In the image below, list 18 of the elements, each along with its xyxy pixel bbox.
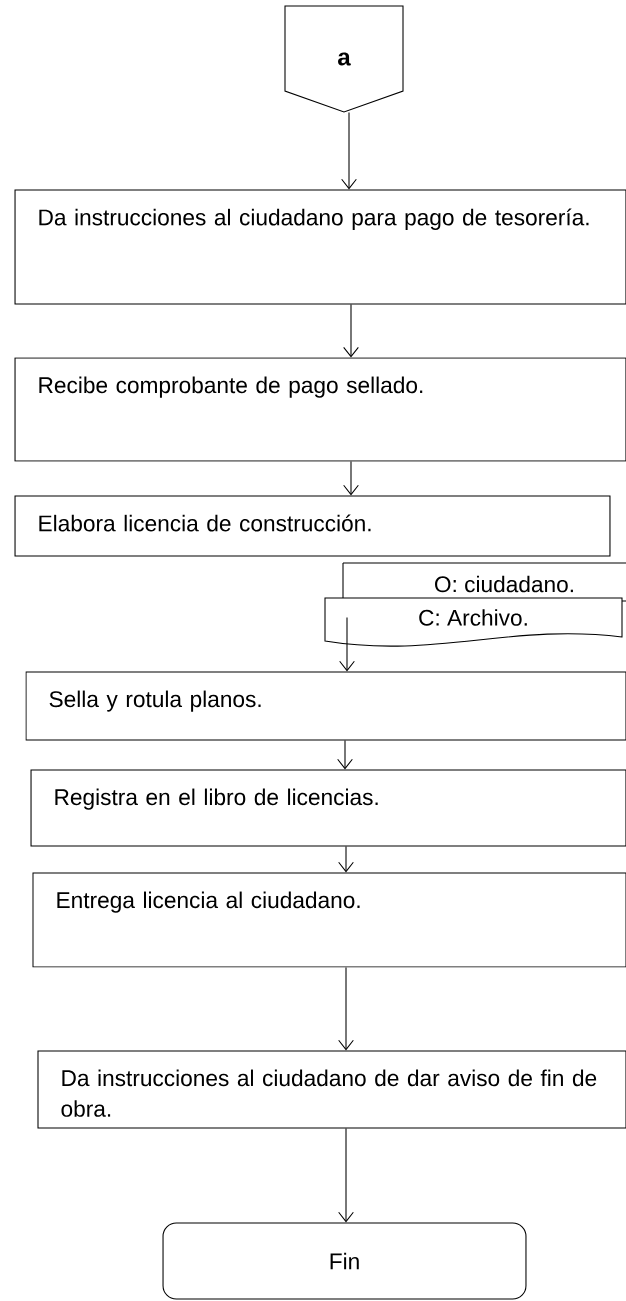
arrow — [343, 460, 359, 496]
arrow — [338, 1128, 354, 1223]
process-box: Recibe comprobante de pago sellado. — [14, 357, 626, 462]
process-box: Entrega licencia al ciudadano. — [32, 872, 626, 968]
process-box: Da instrucciones al ciudadano de dar aviso de fin de obra. — [37, 1050, 626, 1129]
off-page-connector: a — [284, 5, 404, 113]
process-box: Registra en el libro de licencias. — [30, 769, 626, 847]
arrow — [341, 112, 357, 190]
arrow — [338, 967, 354, 1051]
arrow — [337, 740, 353, 770]
node-label: C: Archivo. — [419, 609, 527, 626]
arrow — [343, 304, 359, 358]
arrow — [338, 846, 354, 873]
process-box: Sella y rotula planos. — [25, 671, 626, 741]
process-box: Da instrucciones al ciudadano para pago de tesorería. — [14, 189, 626, 305]
terminal-box: Fin — [162, 1222, 527, 1300]
arrow — [339, 616, 355, 672]
process-box: Elabora licencia de construcción. — [14, 495, 611, 557]
